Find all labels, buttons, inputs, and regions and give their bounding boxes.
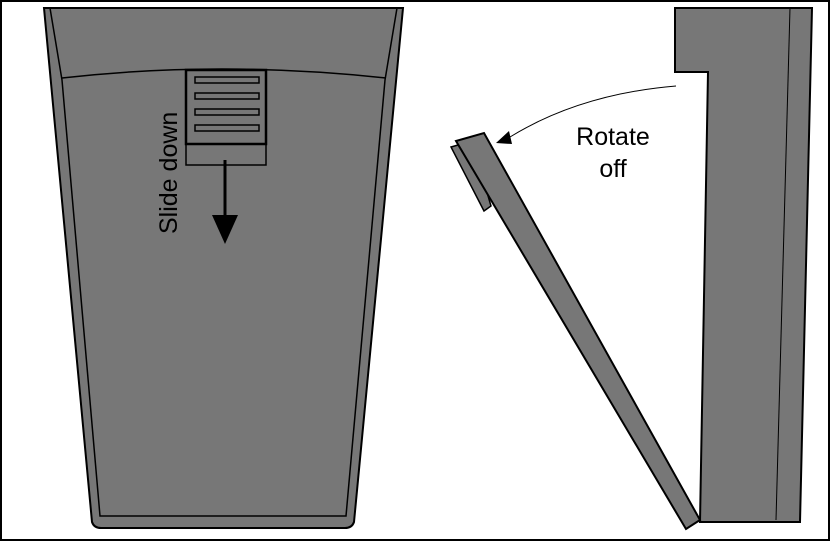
latch-grip-4 [195,125,259,131]
latch [186,70,266,165]
slide-down-label: Slide down [155,112,183,234]
latch-grip-2 [195,93,259,99]
device-back-view: Slide down [44,8,403,528]
rotate-off-label-line2: off [599,155,626,183]
latch-grip-3 [195,109,259,115]
latch-grip-1 [195,77,259,83]
rotate-off-label-line1: Rotate [576,123,650,151]
